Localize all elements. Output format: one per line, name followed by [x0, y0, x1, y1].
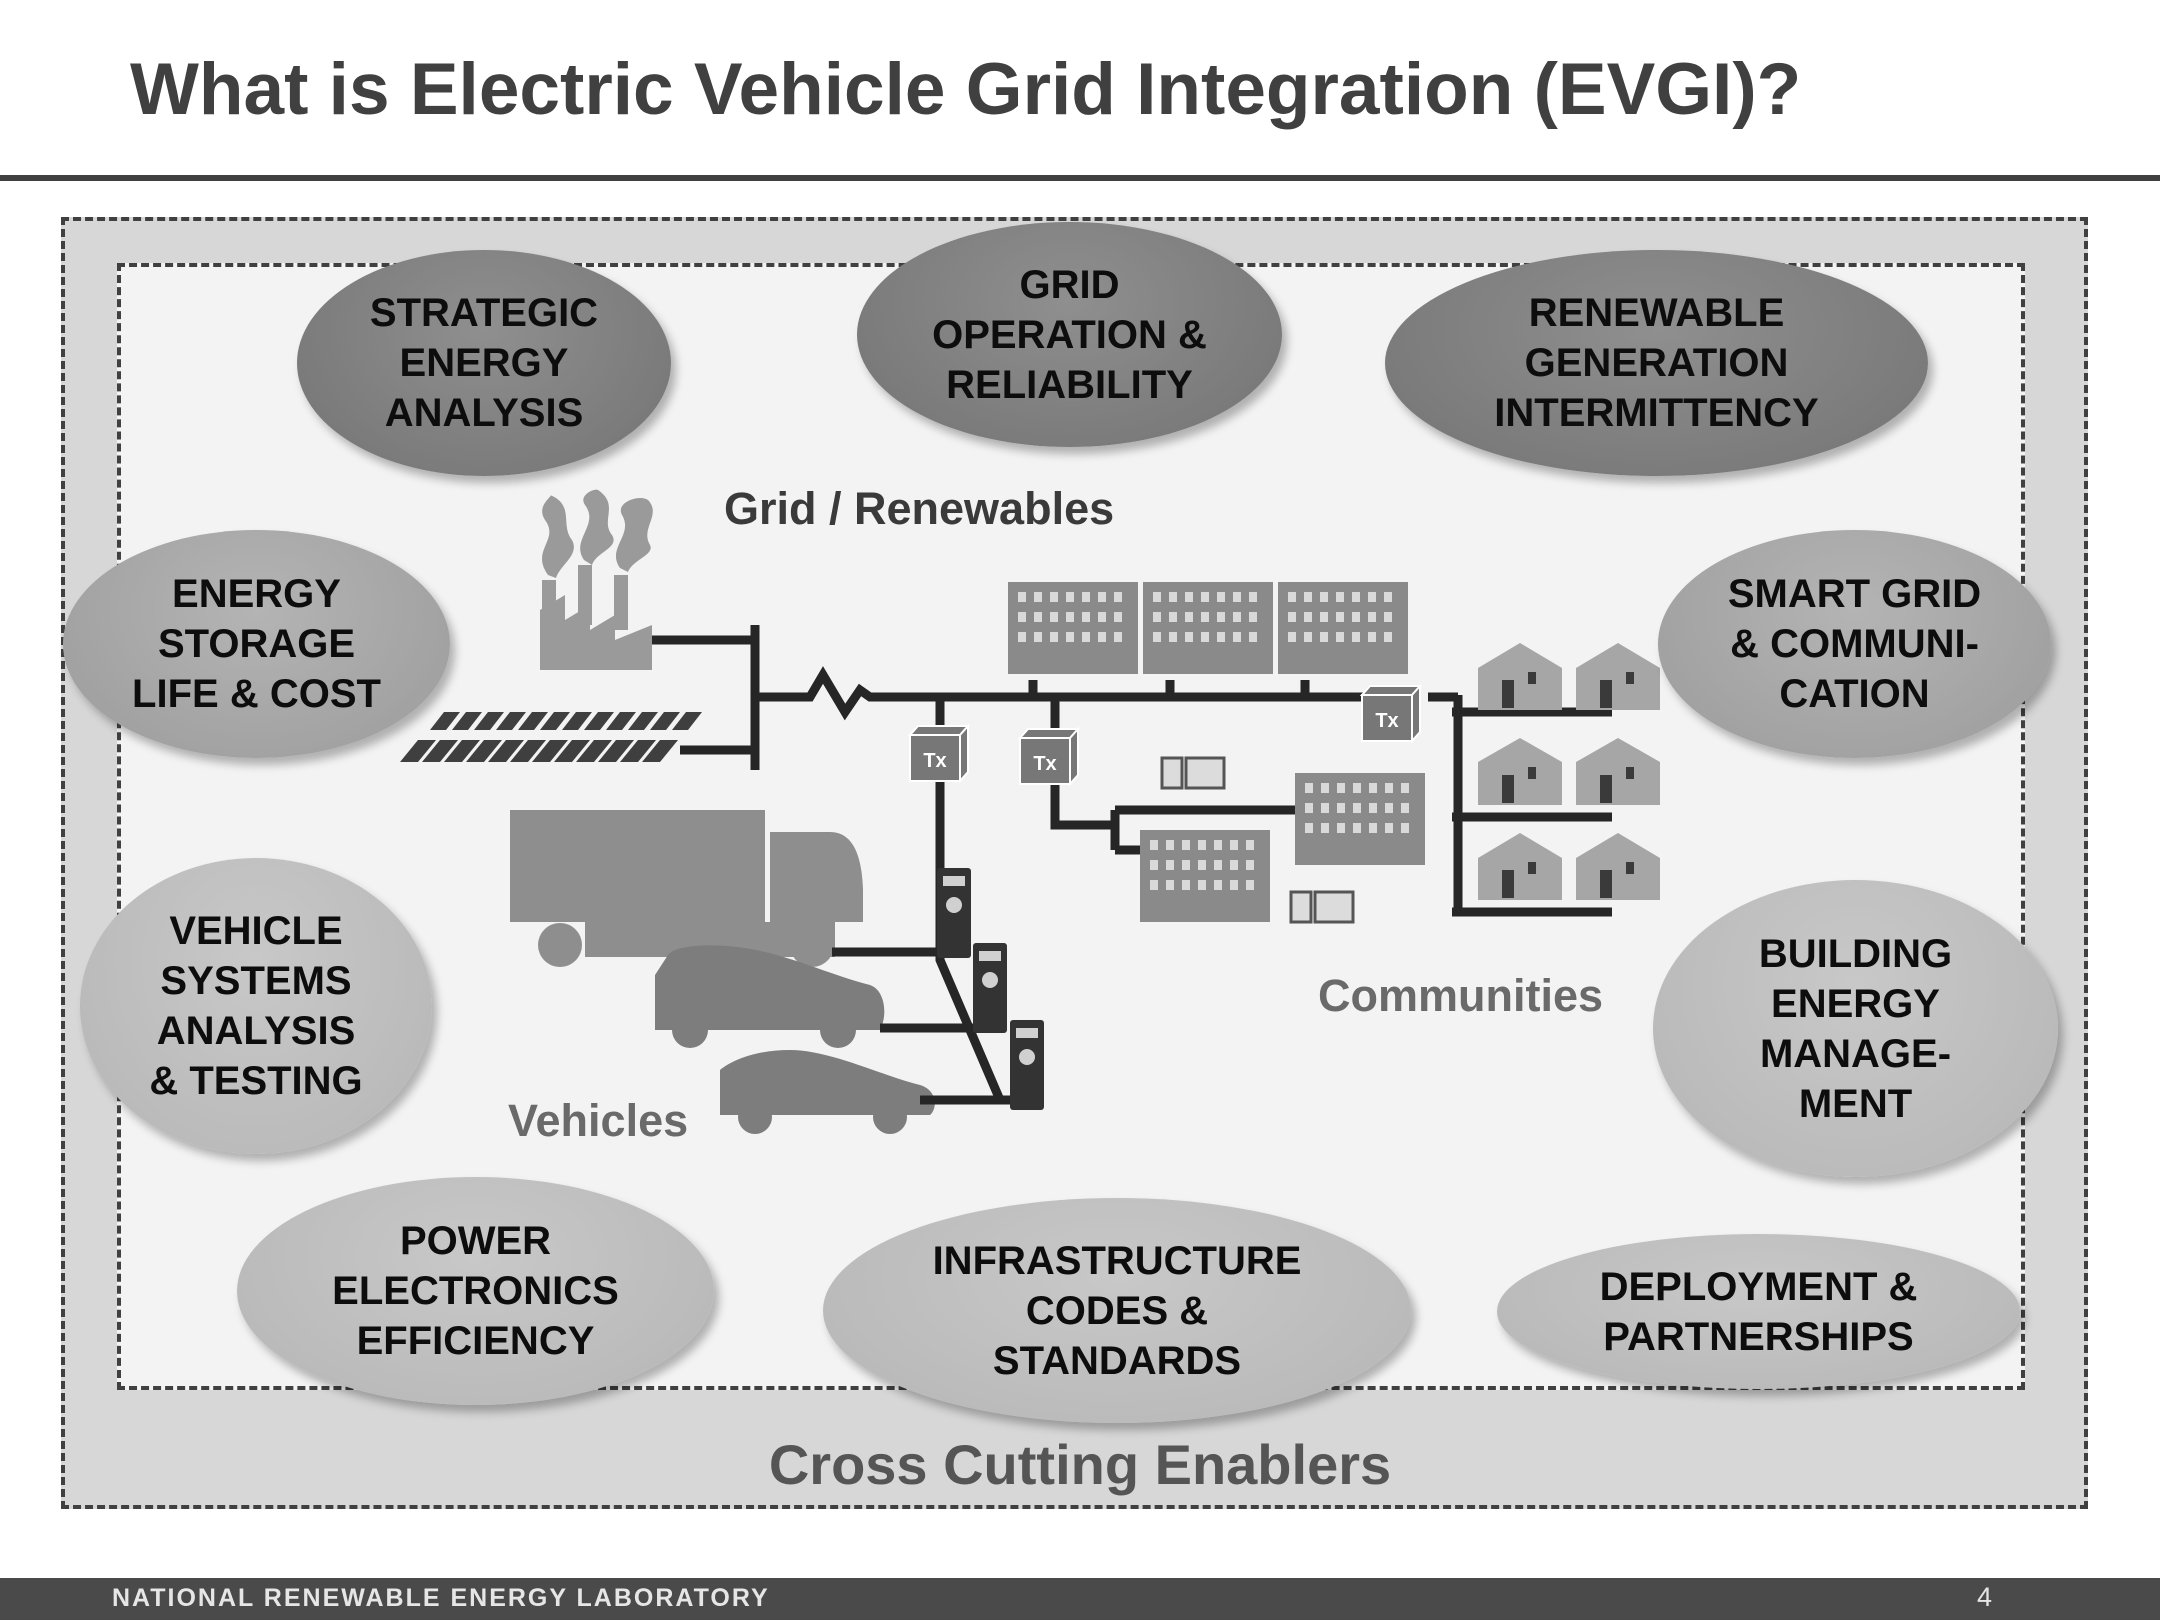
oval-label: VEHICLE SYSTEMS ANALYSIS & TESTING: [149, 909, 363, 1103]
footer-organization: NATIONAL RENEWABLE ENERGY LABORATORY: [112, 1584, 770, 1612]
oval-power-electronics-efficiency: POWER ELECTRONICS EFFICIENCY: [237, 1177, 714, 1405]
oval-infrastructure-codes-standards: INFRASTRUCTURE CODES & STANDARDS: [823, 1198, 1411, 1423]
transformer-label: Tx: [1033, 753, 1056, 775]
power-plant-icon: [540, 489, 653, 670]
oval-energy-storage-life-cost: ENERGY STORAGE LIFE & COST: [63, 530, 450, 758]
oval-label: INFRASTRUCTURE CODES & STANDARDS: [932, 1238, 1302, 1383]
communities-label: Communities: [1318, 970, 1604, 1021]
truck-icon: [510, 810, 863, 967]
title-divider: [0, 175, 2160, 181]
footer-bar: NATIONAL RENEWABLE ENERGY LABORATORY 4: [0, 1578, 2160, 1620]
oval-vehicle-systems-analysis-testing: VEHICLE SYSTEMS ANALYSIS & TESTING: [80, 858, 432, 1154]
building-windows: [1018, 592, 1409, 890]
vehicles-label: Vehicles: [508, 1095, 689, 1146]
oval-label: RENEWABLE GENERATION INTERMITTENCY: [1494, 291, 1819, 435]
car-icon: [655, 945, 935, 1134]
grid-renewables-label: Grid / Renewables: [724, 483, 1115, 534]
oval-renewable-generation-intermittency: RENEWABLE GENERATION INTERMITTENCY: [1385, 250, 1928, 476]
oval-label: STRATEGIC ENERGY ANALYSIS: [369, 291, 599, 435]
oval-building-energy-management: BUILDING ENERGY MANAGE- MENT: [1653, 880, 2058, 1177]
oval-grid-operation-reliability: GRID OPERATION & RELIABILITY: [857, 222, 1282, 447]
oval-strategic-energy-analysis: STRATEGIC ENERGY ANALYSIS: [297, 250, 671, 476]
oval-label: POWER ELECTRONICS EFFICIENCY: [332, 1219, 619, 1363]
solar-array-icon: [400, 712, 702, 762]
transformer-icon: [907, 683, 1423, 787]
slide-title: What is Electric Vehicle Grid Integratio…: [130, 49, 1802, 130]
cross-cutting-enablers-label: Cross Cutting Enablers: [768, 1433, 1392, 1496]
page-number: 4: [1976, 1582, 1992, 1612]
oval-label: SMART GRID & COMMUNI- CATION: [1727, 572, 1982, 716]
oval-label: GRID OPERATION & RELIABILITY: [932, 262, 1207, 407]
oval-label: DEPLOYMENT & PARTNERSHIPS: [1599, 1264, 1918, 1359]
oval-label: ENERGY STORAGE LIFE & COST: [132, 572, 381, 716]
generator-icon: [1160, 756, 1355, 924]
oval-deployment-partnerships: DEPLOYMENT & PARTNERSHIPS: [1497, 1234, 2020, 1389]
transformer-label: Tx: [1375, 710, 1398, 732]
transformer-label: Tx: [923, 750, 946, 772]
oval-smart-grid-communication: SMART GRID & COMMUNI- CATION: [1658, 530, 2051, 758]
oval-label: BUILDING ENERGY MANAGE- MENT: [1758, 931, 1953, 1126]
house-icon: [1478, 643, 1660, 900]
power-lines: [652, 625, 1612, 955]
